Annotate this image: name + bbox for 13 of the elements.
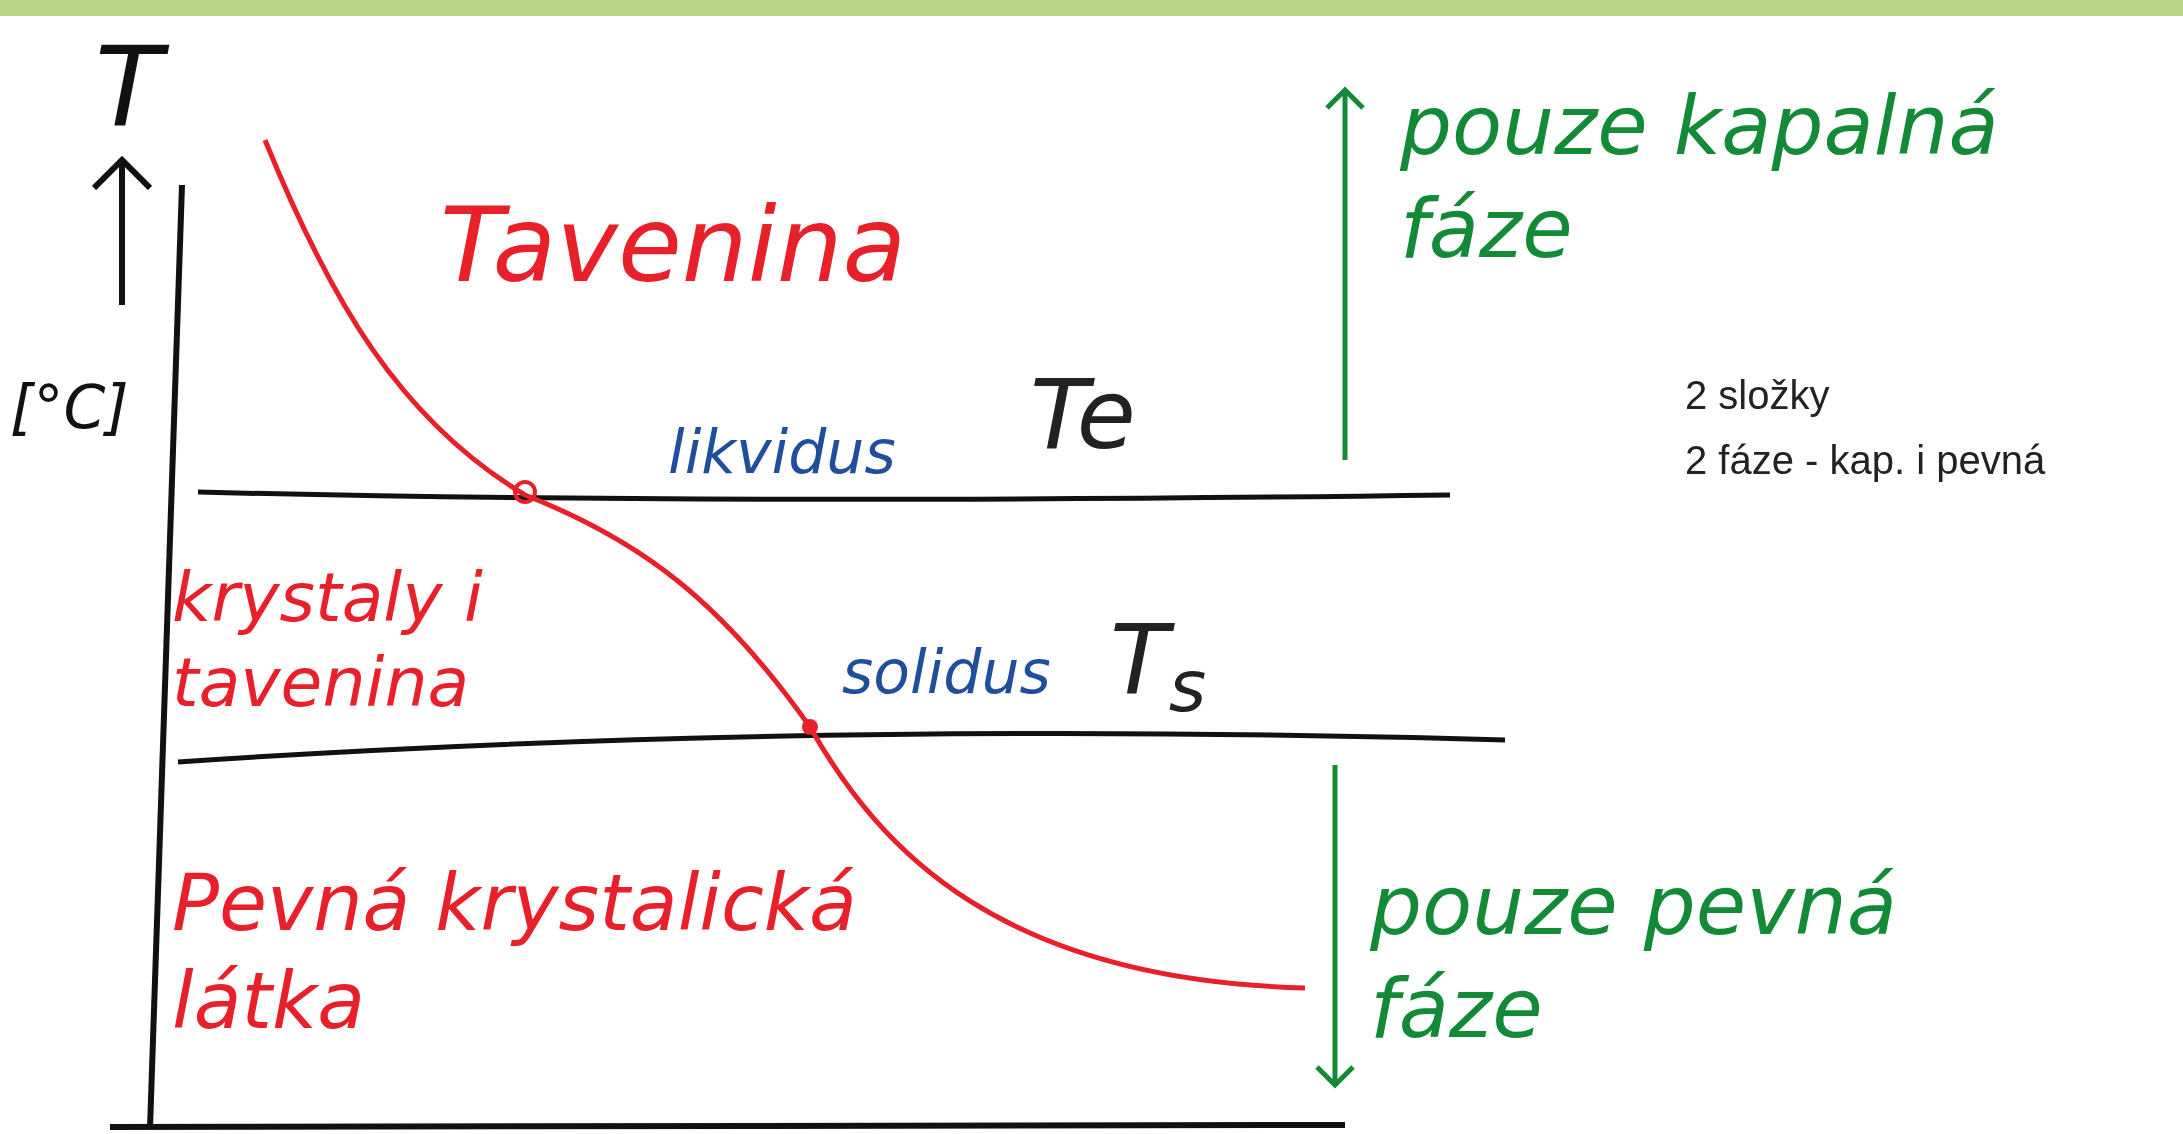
unit-label: [°C] — [10, 371, 130, 444]
line-label: likvidus — [668, 416, 897, 489]
temperature-label: T$_{s}$ — [1110, 603, 1208, 720]
note-text: 2 složky — [1685, 372, 1831, 419]
phase-label: pouze kapalná fáze — [1400, 77, 2000, 278]
line-label: solidus — [842, 636, 1052, 709]
note-text: 2 fáze - kap. i pevná — [1685, 437, 2047, 484]
region-label: krystaly i tavenina — [172, 557, 484, 724]
region-label: Pevná krystalická látka — [172, 857, 858, 1048]
region-label: Tavenina — [440, 183, 908, 308]
temperature-label: Te — [1030, 358, 1137, 473]
axis-label: T — [95, 20, 205, 158]
phase-label: pouze pevná fáze — [1370, 857, 1898, 1058]
